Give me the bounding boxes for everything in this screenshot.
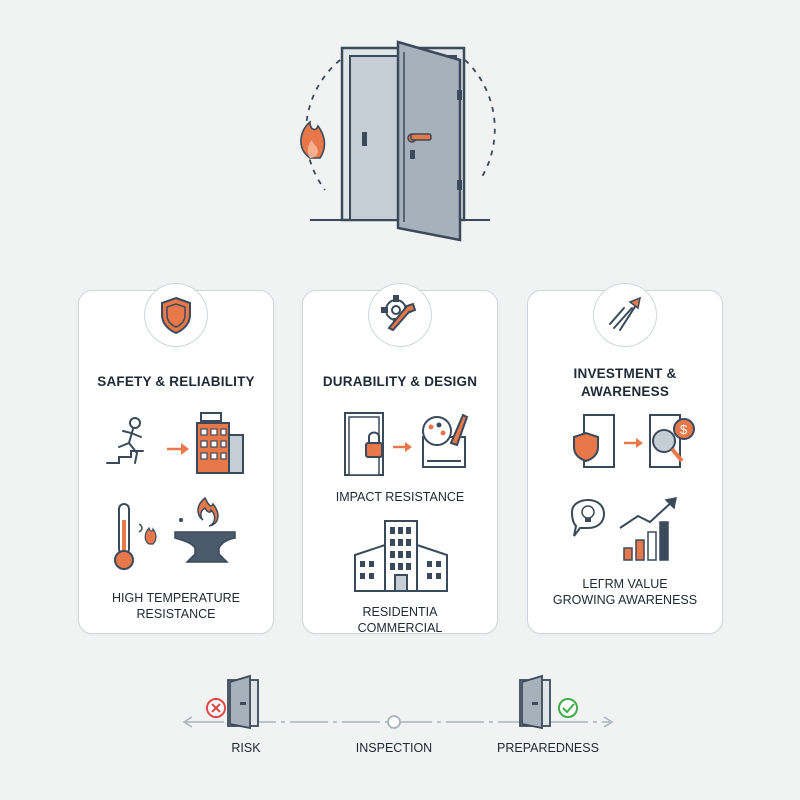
card-investment-awareness: INVESTMENT & AWARENESS $ (527, 283, 723, 634)
heat-resistance-icon (114, 496, 236, 570)
circle-marker-icon (387, 715, 401, 729)
card-caption: IMPACT RESISTANCE (335, 490, 465, 504)
thermometer-icon (114, 503, 143, 570)
timeline-label-preparedness: PREPAREDNESS (497, 741, 599, 755)
door-lock-icon (344, 412, 384, 476)
running-person-icon (106, 417, 144, 464)
door-swing-arc (305, 59, 341, 191)
card-caption-line2: COMMERCIAL (357, 621, 443, 635)
svg-text:$: $ (680, 422, 688, 437)
card-title-line2: AWARENESS (580, 384, 670, 399)
magnifier-dollar-icon: $ (649, 414, 695, 468)
anvil-flame-icon (174, 496, 236, 563)
card-badge (144, 283, 208, 347)
flame-icon (300, 120, 326, 159)
bar-chart-growth-icon (619, 497, 677, 561)
arrow-right-icon (393, 442, 412, 452)
protection-to-value-icon: $ (573, 414, 695, 468)
card-safety-reliability: SAFETY & RELIABILITY (78, 283, 274, 634)
locked-door-to-design-icon (344, 412, 469, 476)
card-title: SAFETY & RELIABILITY (97, 374, 255, 389)
door-leaf (396, 40, 462, 242)
timeline-track (182, 674, 614, 730)
card-caption-line1: RESIDENTIA (362, 605, 438, 619)
idea-growth-chart-icon (570, 497, 677, 561)
hero-fire-door-illustration (300, 40, 496, 242)
arrow-right-icon (624, 438, 643, 448)
x-circle-icon (206, 698, 226, 718)
timeline-label-inspection: INSPECTION (355, 741, 433, 755)
card-badge (368, 283, 432, 347)
card-badge (593, 283, 657, 347)
card-caption-line1: LEΓRM VALUE (582, 577, 668, 591)
closed-door-prepared-icon (519, 674, 551, 730)
paint-palette-icon (422, 413, 469, 468)
arrow-right-icon (167, 443, 189, 455)
card-caption-line1: HIGH TEMPERATURE (111, 591, 241, 605)
gear-wrench-icon (381, 295, 417, 332)
card-title-line1: INVESTMENT & (573, 366, 677, 381)
card-durability-design: DURABILITY & DESIGN IMPACT RESISTANCE (302, 283, 498, 635)
card-title: DURABILITY & DESIGN (322, 374, 478, 389)
small-flame-icon (144, 526, 157, 545)
card-caption-line2: GROWING AWARENESS (552, 593, 698, 607)
evacuation-to-building-icon (106, 412, 244, 474)
building-icon (196, 412, 244, 474)
shield-icon (161, 296, 191, 335)
timeline-label-risk: RISK (231, 741, 261, 755)
lightbulb-bubble-icon (570, 498, 606, 537)
door-swing-arc-right (464, 59, 496, 181)
closed-door-risk-icon (227, 674, 259, 730)
card-caption-line2: RESISTANCE (136, 607, 216, 621)
buildings-icon (354, 520, 448, 592)
check-circle-icon (558, 698, 578, 718)
trend-arrows-icon (609, 296, 642, 331)
door-shield-icon (573, 414, 615, 468)
